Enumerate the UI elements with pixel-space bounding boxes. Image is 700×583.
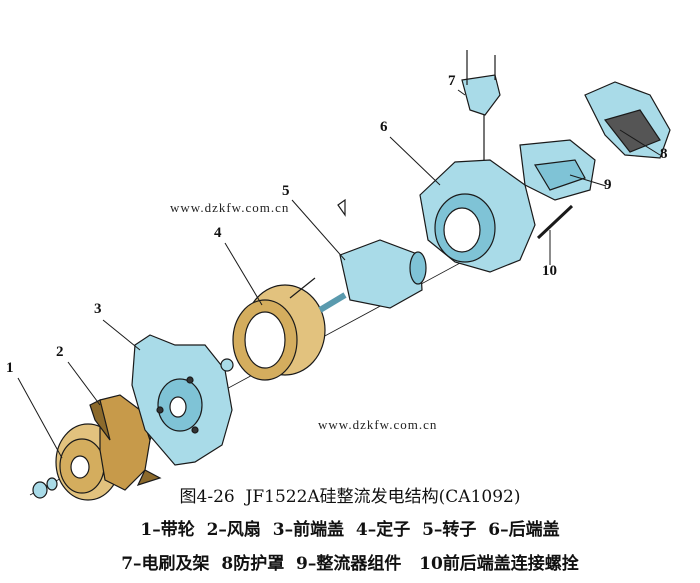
- rectifier-assembly: [519, 139, 596, 201]
- rotor: [318, 198, 427, 313]
- callout-7: 7: [448, 73, 456, 89]
- callout-3: 3: [94, 301, 102, 317]
- watermark: www.dzkfw.com.cn: [318, 417, 438, 432]
- callout-6: 6: [380, 119, 388, 135]
- front-end-cover: [131, 334, 233, 466]
- legend-line-2: 7–电刷及架 8防护罩 9–整流器组件 10前后端盖连接螺拴: [121, 554, 579, 574]
- callout-4: 4: [214, 225, 222, 241]
- stator: [220, 277, 326, 381]
- watermark: www.dzkfw.com.cn: [170, 200, 290, 215]
- callout-1: 1: [6, 360, 14, 376]
- callout-10: 10: [542, 263, 557, 279]
- figure-title: 图4-26 JF1522A硅整流发电结构(CA1092): [179, 487, 521, 507]
- protective-cover: [584, 81, 671, 159]
- legend-line-1: 1–带轮 2–风扇 3–前端盖 4–定子 5–转子 6–后端盖: [140, 520, 560, 540]
- connecting-bolt: [536, 204, 574, 240]
- callout-5: 5: [282, 183, 290, 199]
- leader-lines: [17, 89, 661, 459]
- brush-holder: [461, 50, 501, 160]
- callout-2: 2: [56, 344, 64, 360]
- rear-end-cover: [419, 159, 536, 273]
- callout-9: 9: [604, 177, 612, 193]
- callout-8: 8: [660, 146, 668, 162]
